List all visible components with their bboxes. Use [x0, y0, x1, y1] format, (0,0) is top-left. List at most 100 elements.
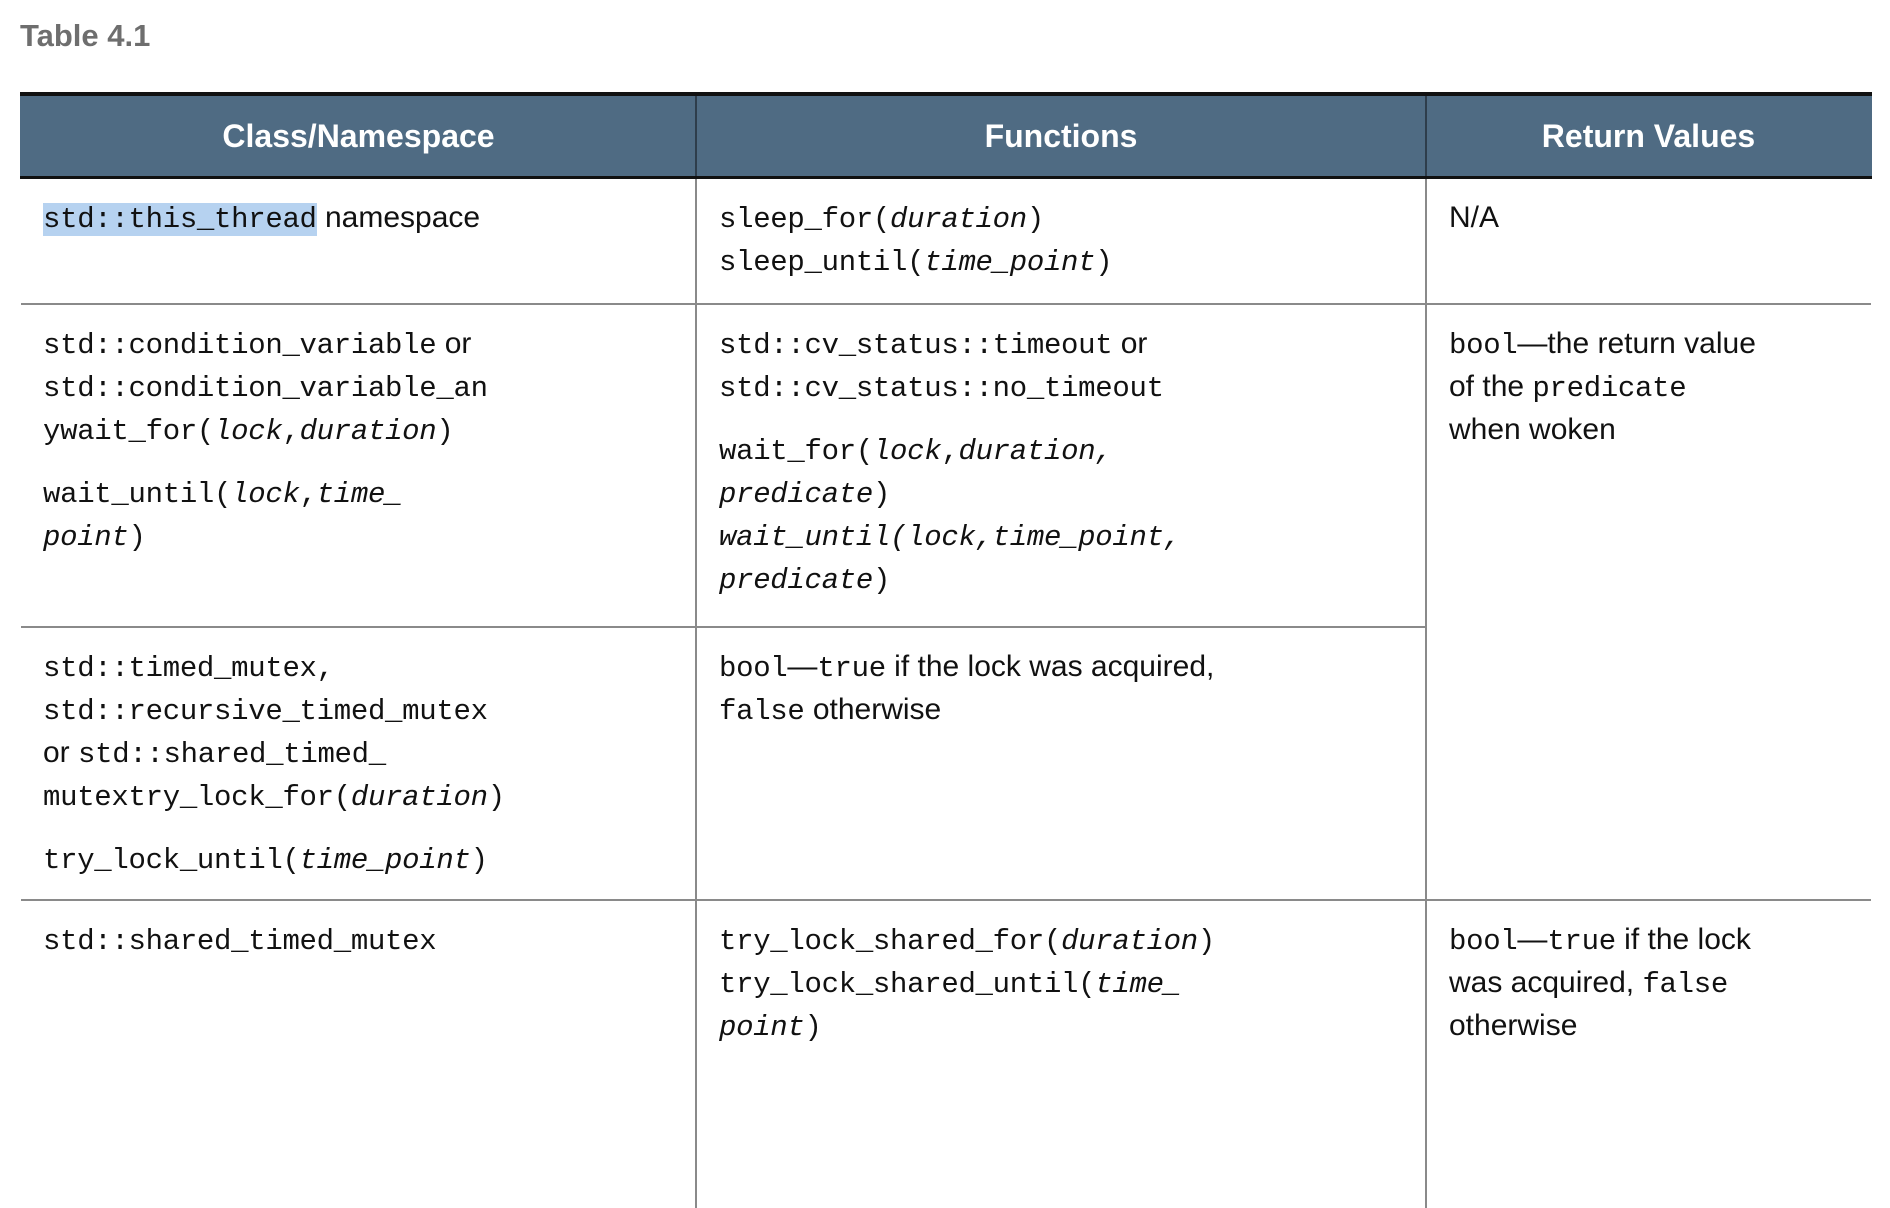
cell-line: predicate) [719, 472, 1403, 515]
text-segment: duration [890, 203, 1027, 236]
cell-functions: bool—true if the lock was acquired, false… [696, 627, 1427, 902]
page-title: Table 4.1 [20, 18, 151, 53]
cell-line: predicate) [719, 558, 1403, 601]
cell-line: wait_until(lock,time_point, [719, 515, 1403, 558]
line-spacer [43, 818, 673, 838]
line-spacer [43, 452, 673, 472]
text-segment: if the lock [1615, 923, 1751, 957]
cell-line: try_lock_until(time_point) [43, 838, 673, 881]
text-segment: ) [872, 564, 891, 598]
cell-line: bool—the return value [1449, 323, 1849, 366]
cell-line: bool—true if the lock was acquired, [719, 646, 1403, 689]
text-segment: ) [1026, 203, 1044, 236]
text-segment: wait_for( [719, 435, 873, 469]
table-row: std::shared_timed_mutex try_lock_shared_… [21, 900, 1871, 1208]
text-segment: predicate [719, 478, 873, 512]
cell-line: sleep_for(duration) [719, 197, 1403, 240]
text-segment: time_point [924, 246, 1096, 280]
text-segment: lock [214, 415, 283, 449]
text-segment: std::cv_status::no_timeout [719, 372, 1164, 406]
text-segment: sleep_until( [719, 246, 925, 280]
text-segment: bool [1449, 925, 1518, 959]
text-segment: std::condition_variable [43, 329, 437, 362]
text-segment: wait_until(lock,time_point, [719, 521, 1181, 555]
text-segment: duration, [958, 435, 1113, 469]
text-segment: duration [299, 415, 437, 449]
text-segment: of the [1449, 370, 1533, 404]
text-segment: time_ [316, 478, 403, 512]
cell-line: std::shared_timed_mutex [43, 919, 673, 962]
text-segment: or [43, 736, 79, 770]
cell-line: std::recursive_timed_mutex [43, 689, 673, 732]
text-segment: false [719, 695, 805, 729]
cell-line: std::condition_variable_an [43, 366, 673, 409]
cell-class-namespace: std::timed_mutex,std::recursive_timed_mu… [21, 627, 697, 902]
text-segment: std::cv_status::timeout [719, 329, 1113, 362]
text-segment: lock [231, 478, 300, 512]
text-segment: — [787, 650, 818, 683]
text-segment: otherwise [1449, 1009, 1578, 1043]
column-header-return-values: Return Values [1425, 92, 1872, 179]
line-spacer [719, 409, 1403, 429]
text-segment: ywait_for( [43, 415, 215, 449]
text-segment: ) [1197, 925, 1215, 959]
text-segment: ) [872, 478, 891, 512]
text-segment: bool [1449, 329, 1518, 362]
cell-line: std::condition_variable or [43, 323, 673, 366]
text-segment: , [299, 478, 317, 512]
table-body: std::this_thread namespace sleep_for(dur… [21, 177, 1871, 1208]
text-segment: ) [436, 415, 454, 449]
text-segment: when woken [1449, 413, 1616, 447]
table-row: std::timed_mutex,std::recursive_timed_mu… [21, 627, 1871, 902]
cell-line: otherwise [1449, 1005, 1849, 1046]
column-header-functions: Functions [695, 92, 1427, 179]
text-segment: std::timed_mutex, [43, 652, 334, 685]
text-segment: , [282, 415, 300, 449]
text-segment: mutextry_lock_for( [43, 781, 351, 815]
text-segment: std::shared_timed_mutex [43, 925, 437, 959]
text-segment: wait_until( [43, 478, 232, 512]
text-segment: otherwise [804, 693, 942, 727]
table-row: std::this_thread namespace sleep_for(dur… [21, 177, 1871, 305]
text-segment: false [1642, 968, 1728, 1002]
text-segment: ) [1095, 246, 1113, 280]
cell-line: when woken [1449, 409, 1849, 450]
text-segment: duration [1061, 925, 1198, 959]
cell-line: std::cv_status::timeout or [719, 323, 1403, 366]
cell-line: std::this_thread namespace [43, 197, 673, 240]
cell-functions: try_lock_shared_for(duration)try_lock_sh… [696, 900, 1427, 1208]
text-segment: predicate [1532, 372, 1687, 406]
text-segment: try_lock_shared_until( [719, 968, 1096, 1002]
text-segment: or [1112, 327, 1148, 360]
text-segment: ) [470, 844, 488, 878]
cell-class-namespace: std::shared_timed_mutex [21, 900, 697, 1208]
text-segment: time_ [1095, 968, 1181, 1002]
cell-line: was acquired, false [1449, 962, 1849, 1005]
cell-functions: sleep_for(duration)sleep_until(time_poin… [696, 177, 1427, 305]
cell-line: try_lock_shared_until(time_ [719, 962, 1403, 1005]
text-segment: try_lock_until( [43, 844, 300, 878]
cell-return-values: N/A [1426, 177, 1871, 305]
text-segment: std::recursive_timed_mutex [43, 695, 488, 729]
cell-line: try_lock_shared_for(duration) [719, 919, 1403, 962]
text-segment: N/A [1449, 201, 1500, 234]
text-segment: std::condition_variable_an [43, 372, 488, 406]
text-segment: or [436, 327, 472, 360]
cell-line: of the predicate [1449, 366, 1849, 409]
table-header-row: Class/Namespace Functions Return Values [20, 92, 1872, 179]
cell-line: sleep_until(time_point) [719, 240, 1403, 283]
text-segment: true [817, 652, 886, 685]
text-segment: point [43, 521, 129, 555]
cell-line: point) [43, 515, 673, 558]
cell-line: wait_until(lock,time_ [43, 472, 673, 515]
cell-line: wait_for(lock,duration, [719, 429, 1403, 472]
cell-line: mutextry_lock_for(duration) [43, 775, 673, 818]
text-segment: namespace [316, 201, 481, 234]
cell-line: bool—true if the lock [1449, 919, 1849, 962]
text-segment: lock [872, 435, 942, 469]
